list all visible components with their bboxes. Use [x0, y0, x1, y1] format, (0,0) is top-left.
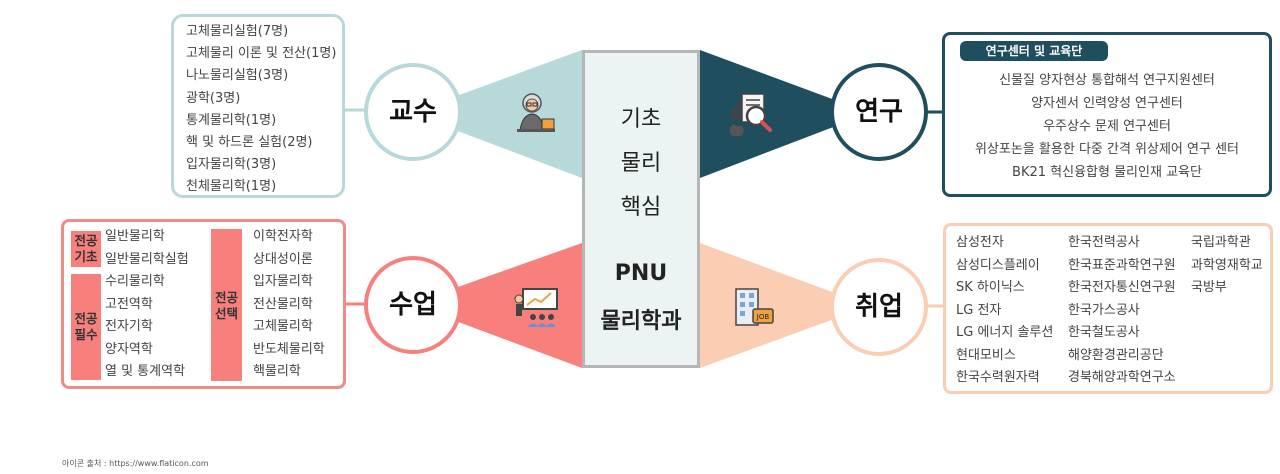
research-circle: 연구	[830, 63, 928, 161]
center-line-3: 핵심	[620, 195, 662, 220]
jobs-panel: 삼성전자 삼성디스플레이 SK 하이닉스 LG 전자 LG 에너지 솔루션 현대…	[943, 223, 1273, 394]
list-item: 한국표준과학연구원	[1068, 257, 1176, 273]
list-item: 천체물리학(1명)	[186, 179, 277, 195]
list-item: 입자물리학(3명)	[186, 157, 277, 173]
center-line-5: 물리학과	[600, 309, 682, 334]
list-item: 반도체물리학	[253, 341, 325, 357]
list-item: 삼성디스플레이	[956, 257, 1040, 273]
list-item: 일반물리학	[105, 229, 165, 244]
list-item: SK 하이닉스	[956, 280, 1025, 295]
jobs-list-col3: 국립과학관 과학영재학교 국방부	[1191, 232, 1263, 300]
required-course-list: 수리물리학 고전역학 전자기학 양자역학 열 및 통계역학	[105, 271, 185, 384]
required-tag: 전공 필수	[71, 274, 101, 380]
list-item: 경북해양과학연구소	[1068, 370, 1176, 385]
list-item: 상대성이론	[253, 251, 313, 267]
research-label: 연구	[855, 97, 903, 127]
icon-source-note: 아이콘 출처 : https://www.flaticon.com	[62, 459, 209, 468]
basic-tag: 전공 기초	[71, 231, 101, 267]
list-item: 현대모비스	[956, 347, 1016, 363]
research-title: 연구센터 및 교육단	[960, 41, 1108, 61]
list-item: 전산물리학	[253, 296, 313, 312]
jobs-circle: 취업	[830, 258, 928, 356]
professors-label: 교수	[389, 97, 437, 127]
list-item: 고체물리 이론 및 전산(1명)	[186, 46, 337, 62]
list-item: 핵물리학	[253, 364, 301, 379]
professors-circle: 교수	[364, 63, 462, 161]
list-item: 통계물리학(1명)	[186, 112, 277, 128]
list-item: 양자역학	[105, 341, 153, 357]
list-item: 고체물리학	[253, 319, 313, 334]
list-item: 해양환경관리공단	[1068, 347, 1164, 363]
professors-panel: 고체물리실험(7명) 고체물리 이론 및 전산(1명) 나노물리실험(3명) 광…	[171, 14, 345, 198]
center-line-1: 기초	[620, 107, 662, 132]
list-item: 열 및 통계역학	[105, 364, 186, 379]
elective-tag: 전공 선택	[211, 229, 242, 381]
list-item: 한국가스공사	[1068, 302, 1140, 318]
list-item: 한국전자통신연구원	[1068, 280, 1176, 295]
list-item: 양자센서 인력양성 연구센터	[1031, 96, 1183, 111]
list-item: 고전역학	[105, 296, 153, 312]
classes-circle: 수업	[364, 256, 462, 354]
list-item: 고체물리실험(7명)	[186, 24, 289, 39]
list-item: 핵 및 하드론 실험(2명)	[186, 135, 313, 151]
list-item: 일반물리학실험	[105, 251, 189, 267]
lecture-icon	[514, 288, 558, 327]
list-item: 국방부	[1191, 280, 1227, 295]
list-item: 한국철도공사	[1068, 325, 1140, 340]
list-item: 입자물리학	[253, 274, 313, 289]
list-item: 나노물리실험(3명)	[186, 68, 289, 84]
research-list: 신물질 양자현상 통합해석 연구지원센터 양자센서 인력양성 연구센터 우주상수…	[945, 69, 1269, 184]
elective-course-list: 이학전자학 상대성이론 입자물리학 전산물리학 고체물리학 반도체물리학 핵물리…	[253, 226, 325, 384]
list-item: 수리물리학	[105, 274, 165, 289]
list-item: 한국수력원자력	[956, 370, 1040, 385]
list-item: LG 에너지 솔루션	[956, 325, 1054, 340]
research-panel: 연구센터 및 교육단 신물질 양자현상 통합해석 연구지원센터 양자센서 인력양…	[942, 32, 1272, 197]
list-item: LG 전자	[956, 302, 1002, 318]
list-item: 과학영재학교	[1191, 257, 1263, 273]
center-core-box: 기초 물리 핵심 PNU 물리학과	[582, 50, 700, 368]
basic-course-list: 일반물리학 일반물리학실험	[105, 226, 189, 271]
list-item: 우주상수 문제 연구센터	[1043, 119, 1171, 134]
professors-list: 고체물리실험(7명) 고체물리 이론 및 전산(1명) 나노물리실험(3명) 광…	[186, 21, 336, 199]
list-item: 위상포논을 활용한 다중 간격 위상제어 연구 센터	[975, 142, 1239, 157]
list-item: 한국전력공사	[1068, 235, 1140, 250]
jobs-list-col1: 삼성전자 삼성디스플레이 SK 하이닉스 LG 전자 LG 에너지 솔루션 현대…	[956, 232, 1053, 390]
office-building-job-icon: JOB	[735, 288, 774, 326]
list-item: 전자기학	[105, 319, 153, 334]
list-item: 신물질 양자현상 통합해석 연구지원센터	[999, 73, 1215, 88]
classes-panel: 전공 기초 일반물리학 일반물리학실험 전공 필수 수리물리학 고전역학 전자기…	[61, 219, 346, 389]
list-item: 삼성전자	[956, 235, 1004, 250]
center-line-2: 물리	[620, 151, 662, 176]
center-line-4: PNU	[614, 261, 668, 286]
research-report-icon	[729, 93, 772, 136]
jobs-list-col2: 한국전력공사 한국표준과학연구원 한국전자통신연구원 한국가스공사 한국철도공사…	[1068, 232, 1176, 390]
professor-icon	[517, 93, 555, 132]
list-item: 광학(3명)	[186, 90, 241, 106]
classes-label: 수업	[389, 290, 437, 320]
list-item: 이학전자학	[253, 229, 313, 244]
svg-text:JOB: JOB	[756, 313, 770, 321]
jobs-label: 취업	[855, 292, 903, 322]
list-item: BK21 혁신융합형 물리인재 교육단	[1012, 165, 1202, 180]
list-item: 국립과학관	[1191, 235, 1251, 250]
